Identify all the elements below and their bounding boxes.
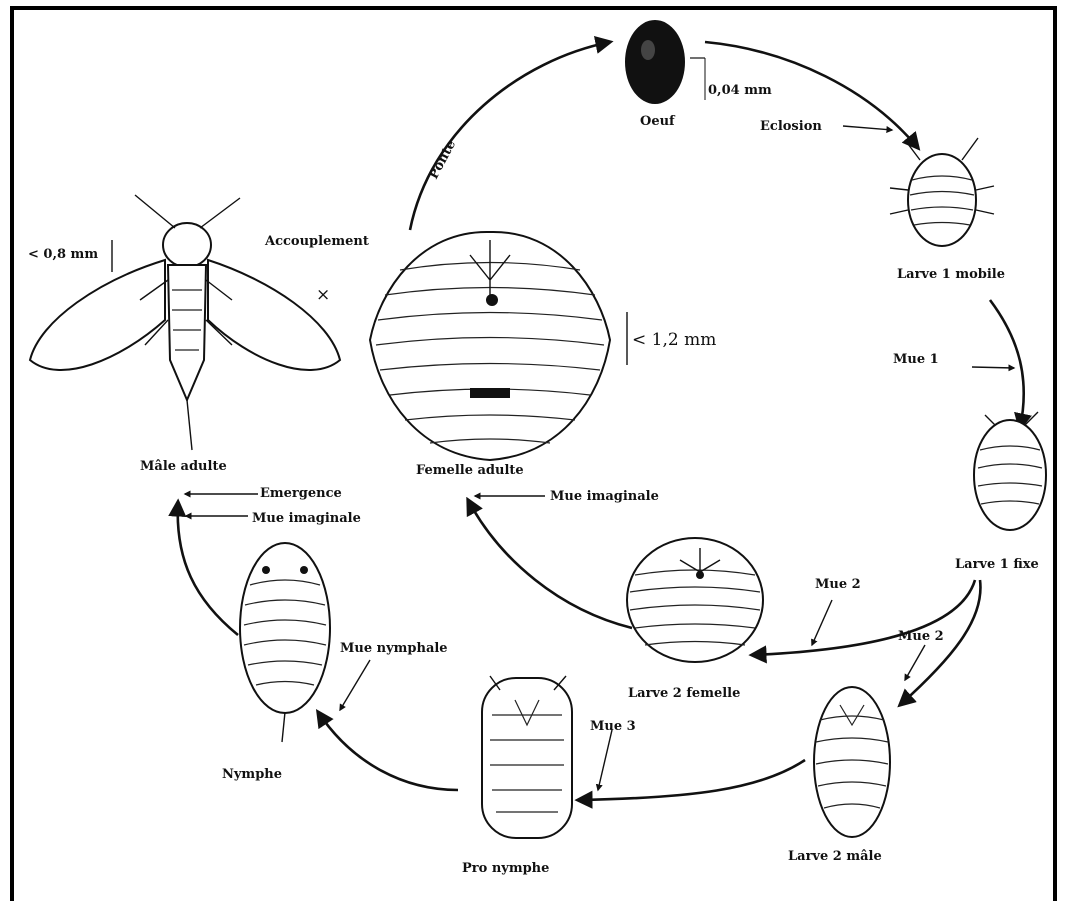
arrow-larve1-fixe: [990, 300, 1024, 428]
label-oeuf: Oeuf: [640, 114, 676, 129]
label-size-male: < 0,8 mm: [28, 247, 98, 262]
label-mue1: Mue 1: [893, 352, 939, 367]
pointer-eclosion: [843, 126, 892, 130]
label-size-oeuf: 0,04 mm: [708, 83, 772, 98]
pointer-mue1: [972, 367, 1014, 368]
label-larve2-male: Larve 2 mâle: [788, 849, 882, 864]
larva1-fixed-illustration: [974, 412, 1046, 530]
pointer-mue2-male: [905, 645, 925, 680]
label-mue3: Mue 3: [590, 719, 636, 734]
label-mue-imaginale-femelle: Mue imaginale: [550, 489, 659, 504]
label-larve2-femelle: Larve 2 femelle: [628, 686, 740, 701]
arrow-nymphe-male: [178, 502, 238, 635]
label-emergence: Emergence: [260, 486, 342, 501]
arrow-pronymphe-nymphe: [318, 712, 458, 790]
label-larve1-mobile: Larve 1 mobile: [897, 267, 1005, 282]
pointer-mue-nymphale: [340, 660, 370, 710]
pointer-mue2-femelle: [812, 600, 832, 645]
label-size-femelle: < 1,2 mm: [632, 330, 716, 350]
label-femelle-adulte: Femelle adulte: [416, 463, 524, 478]
arrow-ponte: [410, 42, 610, 230]
label-mue-imaginale-male: Mue imaginale: [252, 511, 361, 526]
egg-illustration: [625, 20, 705, 104]
female-adult-illustration: [370, 232, 627, 460]
label-ponte: Ponte: [426, 138, 459, 182]
label-nymphe: Nymphe: [222, 767, 282, 782]
label-cross: ×: [316, 285, 330, 305]
label-mue-nymphale: Mue nymphale: [340, 641, 448, 656]
label-mue2-femelle: Mue 2: [815, 577, 861, 592]
label-accouplement: Accouplement: [264, 234, 369, 249]
larva2-male-illustration: [814, 687, 890, 837]
label-eclosion: Eclosion: [760, 119, 822, 134]
pronymph-illustration: [482, 676, 572, 838]
arrow-larve2f-femelle: [468, 500, 632, 628]
larva1-mobile-illustration: [890, 138, 994, 246]
label-mue2-male: Mue 2: [898, 629, 944, 644]
pointer-mue3: [598, 730, 612, 790]
nymph-illustration: [240, 543, 330, 742]
arrow-larve2m-pronymphe: [578, 760, 805, 800]
label-pro-nymphe: Pro nymphe: [462, 861, 549, 876]
larva2-female-illustration: [627, 538, 763, 662]
label-male-adulte: Mâle adulte: [140, 459, 227, 474]
label-larve1-fixe: Larve 1 fixe: [955, 557, 1039, 572]
